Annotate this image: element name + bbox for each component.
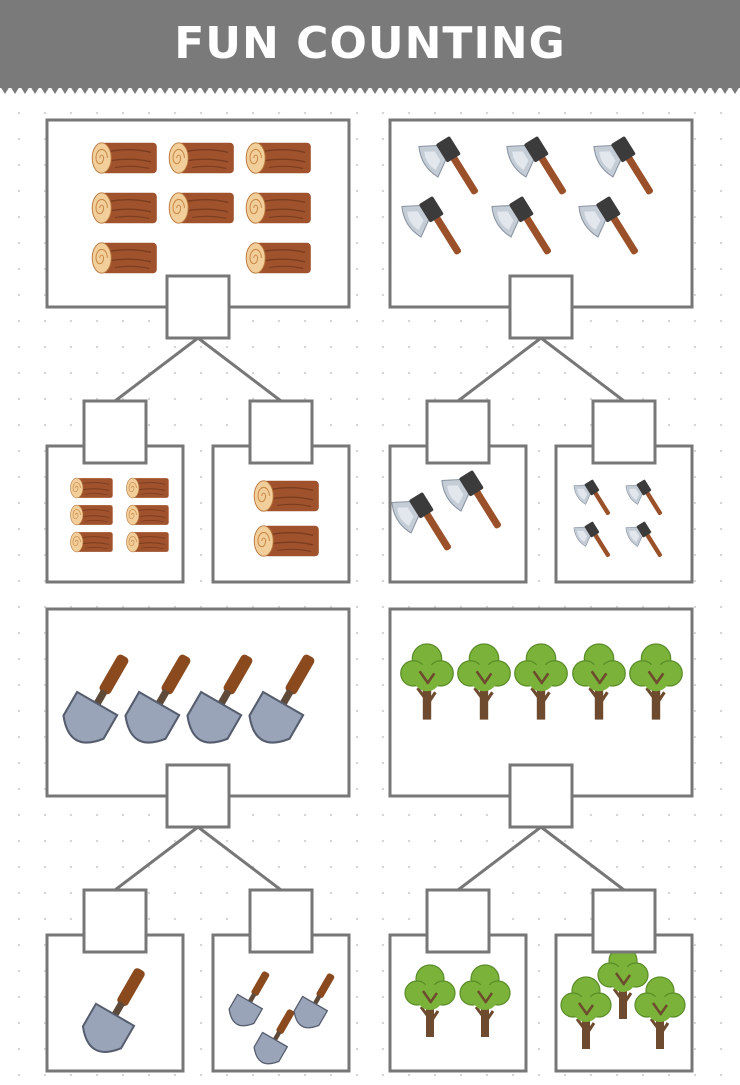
tree-part-answer-box-right[interactable] — [591, 888, 657, 954]
log-icon — [70, 504, 114, 526]
log-icon — [245, 242, 312, 274]
wood-log-part-box-right — [211, 444, 351, 584]
log-icon — [91, 242, 158, 274]
header-banner — [0, 0, 740, 88]
log-icon — [168, 142, 235, 174]
log-icon — [245, 192, 312, 224]
shovel-part-answer-box-right[interactable] — [248, 888, 314, 954]
shovel-part-answer-box-left[interactable] — [82, 888, 148, 954]
log-icon — [253, 480, 320, 512]
wood-log-part-answer-box-left[interactable] — [82, 399, 148, 465]
wood-log-total-answer-box[interactable] — [165, 274, 231, 340]
wood-log-part-answer-box-right[interactable] — [248, 399, 314, 465]
tree-total-answer-box[interactable] — [508, 763, 574, 829]
connector-line — [457, 825, 542, 892]
log-icon — [245, 142, 312, 174]
log-icon — [126, 477, 170, 499]
log-icon — [126, 504, 170, 526]
axe-part-answer-box-right[interactable] — [591, 399, 657, 465]
shovel-total-answer-box[interactable] — [165, 763, 231, 829]
log-icon — [168, 192, 235, 224]
connector-line — [540, 825, 625, 892]
log-icon — [70, 531, 114, 553]
connector-line — [457, 336, 542, 403]
log-icon — [91, 142, 158, 174]
axe-part-answer-box-left[interactable] — [425, 399, 491, 465]
tree-part-answer-box-left[interactable] — [425, 888, 491, 954]
connector-line — [197, 336, 282, 403]
axe-total-answer-box[interactable] — [508, 274, 574, 340]
header-zigzag-edge — [0, 86, 740, 94]
log-icon — [91, 192, 158, 224]
axe-part-box-right — [554, 444, 694, 584]
log-icon — [70, 477, 114, 499]
log-icon — [253, 525, 320, 557]
connector-line — [197, 825, 282, 892]
log-icon — [126, 531, 170, 553]
connector-line — [114, 825, 199, 892]
connector-line — [540, 336, 625, 403]
page-title: FUN COUNTING — [174, 18, 566, 69]
connector-line — [114, 336, 199, 403]
